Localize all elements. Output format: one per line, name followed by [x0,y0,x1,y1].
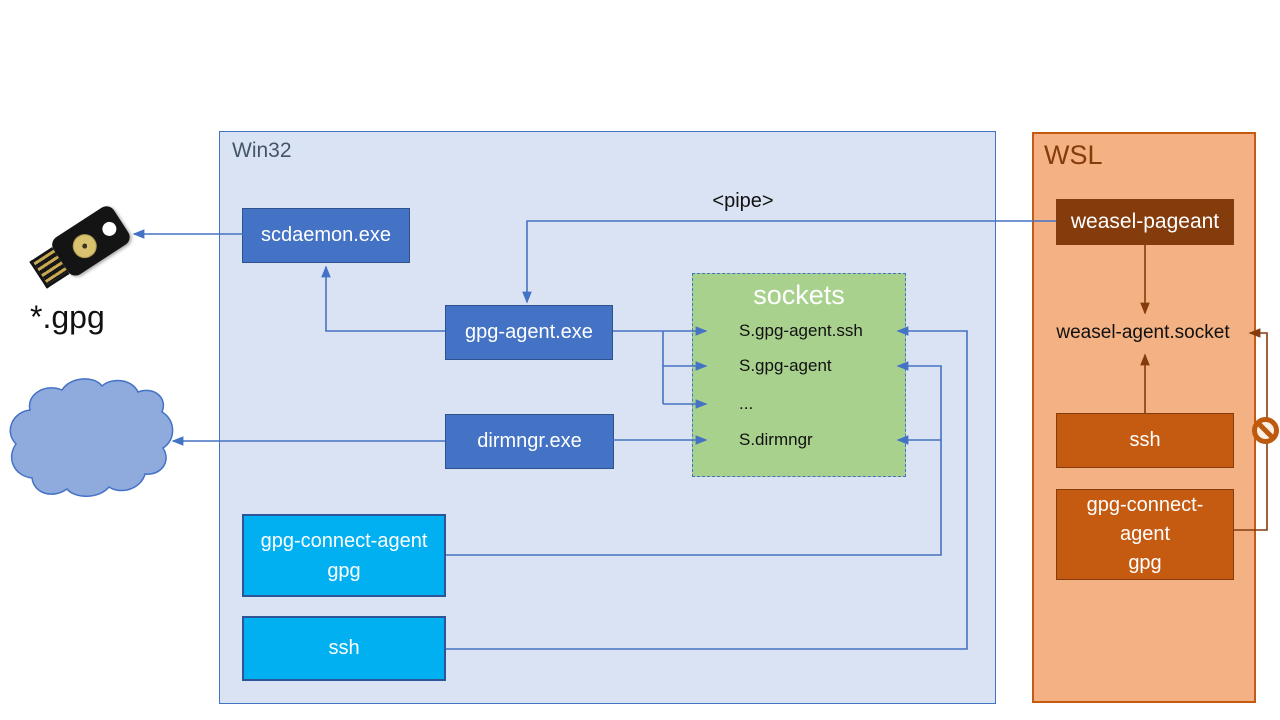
cloud-line-ocsp: OCSP [68,409,112,426]
wsl-gpg-connect-line3: gpg [1128,552,1162,574]
keyring-hole-icon [99,219,120,239]
wsl-ssh-node: ssh [1056,413,1234,468]
scdaemon-label: scdaemon.exe [260,224,392,246]
dirmngr-node: dirmngr.exe [445,414,614,469]
scdaemon-node: scdaemon.exe [242,208,410,263]
sockets-title: sockets [753,280,845,310]
gpg-files-label: *.gpg [30,299,105,335]
win32-gpg-connect-agent-node: gpg-connect-agent gpg [242,514,446,597]
dirmngr-label: dirmngr.exe [477,430,582,452]
wsl-title: WSL [1044,140,1103,170]
win32-ssh-label: ssh [328,637,360,659]
socket-item-gpg-agent: S.gpg-agent [739,356,832,375]
yubikey-rotated-group [26,202,134,293]
cloud-line-x509: X.509 [70,431,110,448]
pipe-label: <pipe> [712,190,774,212]
gpg-agent-node: gpg-agent.exe [445,305,613,360]
socket-item-ellipsis: ... [739,394,754,413]
weasel-agent-socket-label: weasel-agent.socket [1056,322,1230,343]
weasel-pageant-node: weasel-pageant [1056,199,1234,245]
keyservers-cloud-label: OCSP X.509 Keyservers [28,407,152,473]
yubikey-icon [24,200,134,296]
socket-item-gpg-agent-ssh: S.gpg-agent.ssh [739,321,863,340]
gpg-connect-agent-line1: gpg-connect-agent [260,529,428,552]
socket-item-dirmngr: S.dirmngr [739,430,813,449]
gpg-connect-agent-line2: gpg [327,559,361,582]
wsl-gpg-connect-line2: agent [1119,523,1171,545]
weasel-pageant-label: weasel-pageant [1070,210,1220,233]
wsl-gpg-connect-agent-node: gpg-connect- agent gpg [1056,489,1234,580]
wsl-gpg-connect-line1: gpg-connect- [1086,494,1204,516]
win32-title: Win32 [232,139,292,162]
gpg-agent-label: gpg-agent.exe [465,321,593,343]
win32-ssh-node: ssh [242,616,446,681]
no-entry-icon [1252,417,1279,444]
cloud-line-keyservers: Keyservers [52,453,128,470]
touch-sensor-icon [68,229,102,263]
wsl-ssh-label: ssh [1129,429,1161,451]
